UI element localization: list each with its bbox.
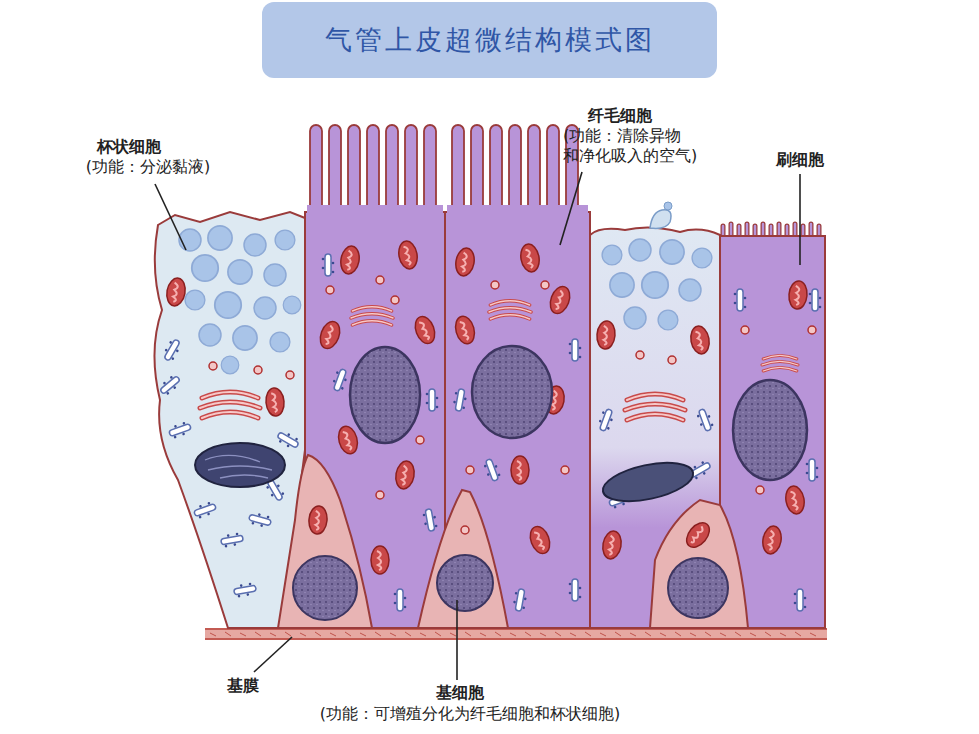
basal-cell [418, 490, 508, 628]
function-note: (功能：分泌黏液) [86, 157, 210, 177]
goblet-cell [154, 212, 305, 628]
cell-label: 基膜 [227, 676, 259, 696]
basal-cell [650, 500, 748, 628]
title: 气管上皮超微结构模式图 [325, 22, 655, 58]
cell-label: 基细胞 [436, 683, 484, 703]
cell-label: 杯状细胞 [97, 137, 161, 157]
cell-label: 纤毛细胞 [588, 106, 652, 126]
basement-membrane [205, 628, 827, 640]
basal-cell [278, 455, 372, 628]
function-note: (功能：清除异物 和净化吸入的空气) [563, 126, 728, 166]
leader-lines [155, 172, 800, 680]
title-box: 气管上皮超微结构模式图 [262, 2, 717, 78]
cell-label: 刷细胞 [776, 150, 824, 170]
function-note: (功能：可增殖分化为纤毛细胞和杯状细胞) [320, 704, 620, 724]
